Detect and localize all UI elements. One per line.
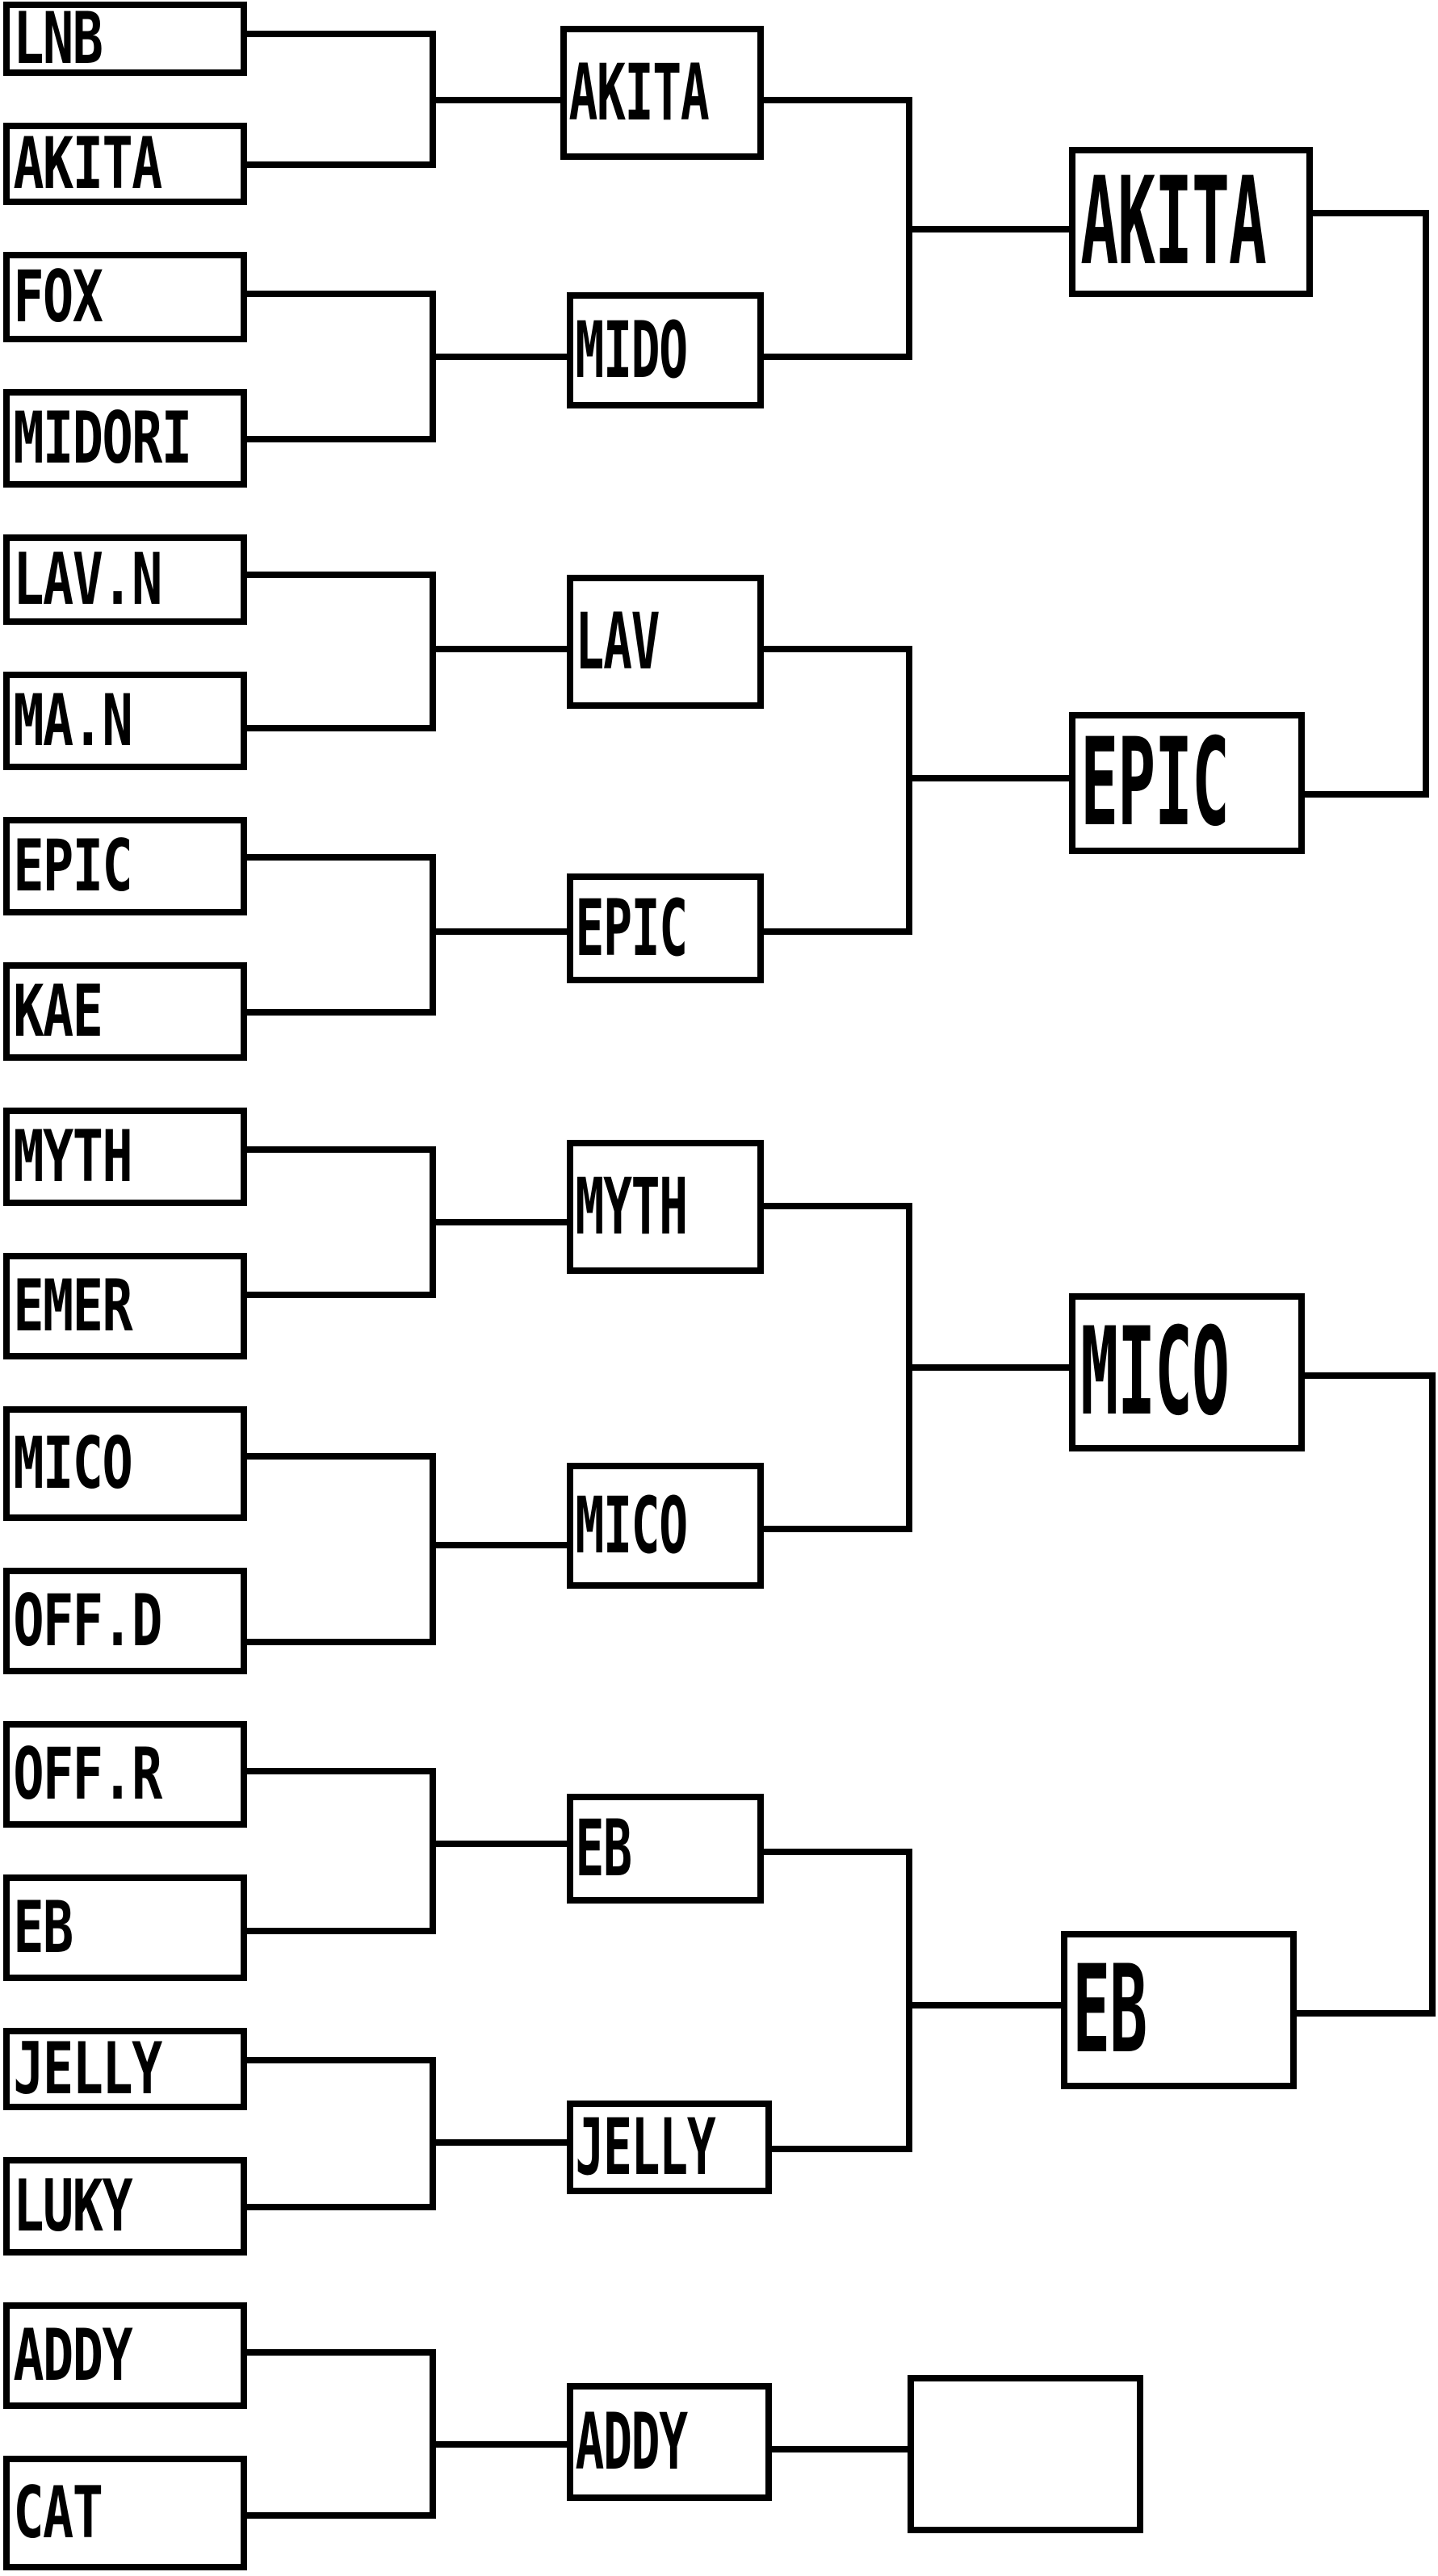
round1-entry: CAT [3, 2456, 247, 2570]
entry-label: MIDORI [13, 396, 192, 480]
round1-entry: MIDORI [3, 389, 247, 488]
round1-entry: EPIC [3, 817, 247, 915]
entry-label: MICO [575, 1481, 688, 1571]
entry-label: ADDY [13, 2314, 132, 2397]
round1-entry: AKITA [3, 123, 247, 205]
round2-entry: MICO [567, 1463, 764, 1589]
entry-label: ADDY [575, 2397, 688, 2487]
entry-label: AKITA [13, 123, 162, 205]
entry-label: LAV.N [13, 538, 162, 621]
round2-entry: MIDO [567, 292, 764, 408]
entry-label: EB [13, 1886, 73, 1969]
entry-label: AKITA [568, 48, 709, 138]
round1-entry: ADDY [3, 2302, 247, 2409]
entry-label: LNB [13, 2, 103, 76]
round3-entry: MICO [1069, 1293, 1305, 1451]
entry-label: JELLY [13, 2028, 162, 2110]
entry-label: EB [575, 1803, 631, 1894]
round1-entry: JELLY [3, 2028, 247, 2110]
round1-entry: LUKY [3, 2157, 247, 2256]
entry-label: LUKY [13, 2164, 132, 2247]
round2-entry: ADDY [567, 2383, 772, 2501]
round2-entry: AKITA [560, 26, 764, 160]
round2-entry: LAV [567, 575, 764, 709]
entry-label: KAE [13, 970, 103, 1053]
round3-entry: EB [1061, 1931, 1297, 2089]
round2-entry: EB [567, 1794, 764, 1904]
entry-label: OFF.D [13, 1579, 162, 1662]
entry-label: MYTH [575, 1162, 688, 1252]
round2-entry: JELLY [567, 2101, 772, 2194]
round1-entry: MICO [3, 1406, 247, 1521]
entry-label: EPIC [1080, 713, 1230, 853]
round3-entry-empty [908, 2375, 1143, 2533]
round3-entry: AKITA [1069, 147, 1313, 297]
round1-entry: MYTH [3, 1108, 247, 1206]
entry-label: MICO [13, 1422, 132, 1505]
connectors-round3 [1293, 210, 1436, 2017]
entry-label: MIDO [575, 305, 688, 396]
round1-entry: EB [3, 1874, 247, 1981]
entry-label: CAT [13, 2471, 103, 2554]
round1-entry: KAE [3, 962, 247, 1061]
entry-label: EPIC [13, 824, 132, 907]
entry-label: MYTH [13, 1115, 132, 1198]
round2-entry: EPIC [567, 873, 764, 983]
entry-label: OFF.R [13, 1732, 162, 1816]
round1-entry: LAV.N [3, 534, 247, 625]
connectors-round2 [761, 97, 1074, 2452]
round1-entry: LNB [3, 2, 247, 76]
round3-entry: EPIC [1069, 712, 1305, 854]
round1-entry: OFF.R [3, 1721, 247, 1828]
entry-label: EPIC [575, 883, 688, 974]
entry-label: EB [1072, 1940, 1147, 2080]
round1-entry: FOX [3, 252, 247, 342]
round1-entry: MA.N [3, 672, 247, 770]
round1-entry: OFF.D [3, 1568, 247, 1674]
entry-label: EMER [13, 1264, 132, 1347]
round1-entry: EMER [3, 1253, 247, 1359]
connectors-round1 [244, 31, 572, 2519]
round2-entry: MYTH [567, 1140, 764, 1274]
entry-label: MA.N [13, 679, 132, 762]
entry-label: MICO [1080, 1302, 1230, 1443]
entry-label: LAV [575, 597, 660, 687]
entry-label: FOX [13, 255, 103, 338]
entry-label: AKITA [1080, 152, 1267, 292]
entry-label: JELLY [575, 2102, 715, 2193]
